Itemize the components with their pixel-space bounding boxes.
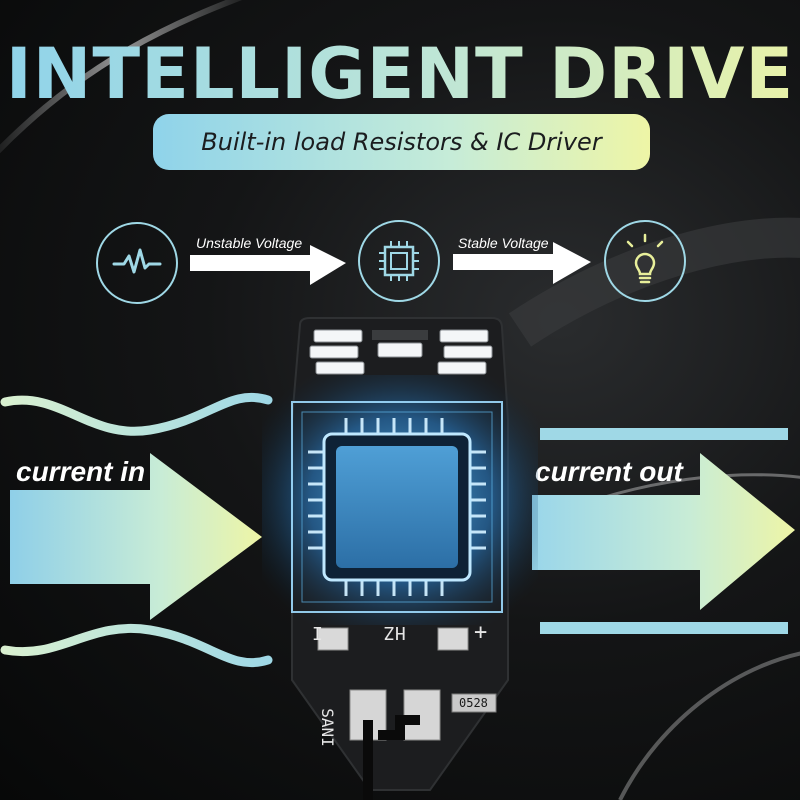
stable-voltage-label: Stable Voltage: [458, 235, 549, 251]
chip-icon: [358, 220, 440, 302]
arrow-stable: [453, 242, 591, 284]
waveform-icon: [96, 222, 178, 304]
brand-marking: SANI: [317, 708, 337, 747]
board-model-marking: HZ: [384, 622, 406, 643]
current-out-label: current out: [535, 456, 683, 487]
resistor-code: 0528: [459, 696, 488, 710]
board-left-marking: I: [312, 624, 323, 645]
lightbulb-icon: [604, 220, 686, 302]
subtitle-text: Built-in load Resistors & IC Driver: [201, 128, 602, 156]
unstable-voltage-label: Unstable Voltage: [196, 235, 303, 251]
headline-title: INTELLIGENT DRIVE: [0, 32, 800, 116]
subtitle-pill: Built-in load Resistors & IC Driver: [153, 114, 650, 170]
current-in-label: current in: [16, 456, 146, 487]
board-right-marking: +: [474, 620, 488, 645]
arrow-unstable: [190, 245, 346, 285]
